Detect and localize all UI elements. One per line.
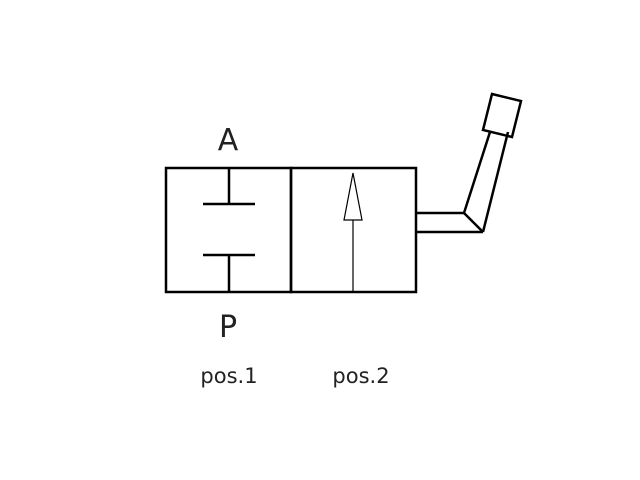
- port-a-label: A: [218, 123, 239, 158]
- position-1-label: pos.1: [200, 364, 257, 388]
- lever-knob: [481, 92, 523, 139]
- flow-arrow: [343, 172, 363, 292]
- blocked-port-symbol: [203, 168, 255, 292]
- lever-actuator: [416, 92, 523, 234]
- port-p-label: P: [219, 310, 237, 345]
- position-2-label: pos.2: [332, 364, 389, 388]
